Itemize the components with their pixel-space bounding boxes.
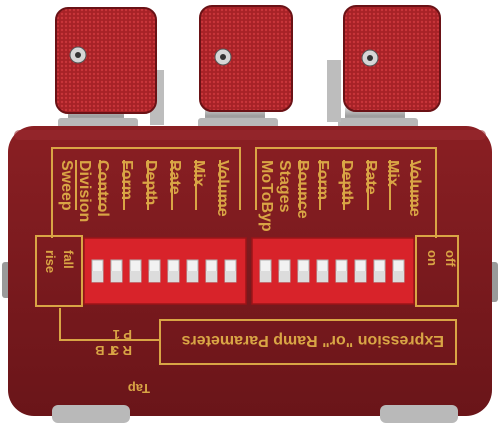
label-mix-l: Mix bbox=[190, 160, 207, 187]
label-lines bbox=[51, 147, 437, 341]
label-control: Control bbox=[94, 160, 111, 217]
label-p1: P 1 bbox=[113, 327, 132, 342]
knob-right[interactable] bbox=[343, 5, 441, 112]
label-form-r: Form bbox=[314, 160, 331, 200]
label-depth-l: Depth bbox=[142, 160, 159, 205]
label-volume-l: Volume bbox=[214, 160, 231, 217]
dip-key-lever bbox=[298, 271, 309, 282]
tap-labels: Tap R 3 P 1 T B bbox=[95, 327, 150, 396]
dip-key-lever bbox=[260, 271, 271, 282]
dip-key-lever bbox=[130, 271, 141, 282]
label-volume-r: Volume bbox=[406, 160, 423, 217]
label-rate-r: Rate bbox=[362, 160, 379, 195]
label-expression: Expression "or" Ramp Parameters bbox=[182, 332, 444, 349]
label-fall: fall bbox=[61, 250, 76, 269]
label-form-l: Form bbox=[118, 160, 135, 200]
label-depth-r: Depth bbox=[338, 160, 355, 205]
knob-left[interactable] bbox=[55, 7, 157, 114]
label-sweep: Sweep bbox=[58, 160, 75, 211]
label-rate-l: Rate bbox=[166, 160, 183, 195]
label-bounce: Bounce bbox=[294, 160, 311, 219]
dip-switch-right[interactable] bbox=[251, 237, 415, 305]
expression-box: Expression "or" Ramp Parameters bbox=[159, 319, 457, 365]
label-tap: Tap bbox=[128, 381, 150, 396]
dip-key-lever bbox=[336, 271, 347, 282]
label-tb: T B bbox=[95, 343, 116, 358]
dip-key-lever bbox=[187, 271, 198, 282]
dip-key-lever bbox=[317, 271, 328, 282]
right-labels: Volume Mix Rate Depth Form Bounce Stages… bbox=[258, 160, 423, 232]
dip-key-lever bbox=[206, 271, 217, 282]
enclosure bbox=[8, 126, 492, 423]
rise-fall-box: rise fall bbox=[35, 235, 83, 307]
dip-switch-left[interactable] bbox=[83, 237, 247, 305]
on-off-box: on off bbox=[415, 235, 459, 307]
dip-key-lever bbox=[225, 271, 236, 282]
knob-center[interactable] bbox=[199, 5, 293, 112]
label-stages: Stages bbox=[276, 160, 293, 213]
label-r3: R 3 bbox=[112, 343, 132, 358]
dip-key-lever bbox=[149, 271, 160, 282]
dip-key-lever bbox=[168, 271, 179, 282]
dip-key-lever bbox=[111, 271, 122, 282]
dip-key-lever bbox=[393, 271, 404, 282]
dip-key-lever bbox=[374, 271, 385, 282]
label-off: off bbox=[443, 250, 458, 267]
label-division: Division bbox=[76, 160, 93, 222]
dip-key-lever bbox=[92, 271, 103, 282]
dip-key-lever bbox=[279, 271, 290, 282]
left-labels: Volume Mix Rate Depth Form Control Divis… bbox=[58, 160, 231, 222]
label-motobyp: MoToByp bbox=[258, 160, 275, 232]
label-rise: rise bbox=[43, 250, 58, 273]
label-on: on bbox=[425, 250, 440, 266]
label-mix-r: Mix bbox=[384, 160, 401, 187]
dip-key-lever bbox=[355, 271, 366, 282]
